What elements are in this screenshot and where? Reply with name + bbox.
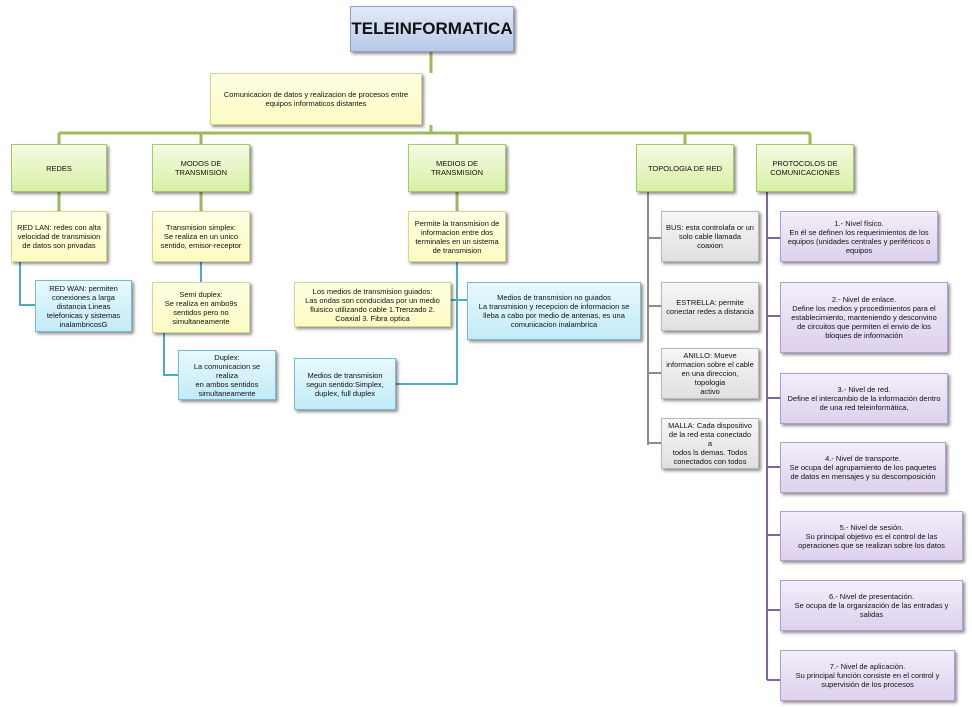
red-lan-box: RED LAN: redes con alta velocidad de tra… [11, 211, 107, 262]
protocolo-nivel-7: 7.- Nivel de aplicación. Su principal fu… [780, 650, 955, 701]
category-medios-transmision: MEDIOS DE TRANSMISION [408, 144, 506, 192]
medios-definicion-box: Permite la transmision de informacion en… [408, 211, 506, 262]
medios-no-guiados-box: Medios de transmision no guiados La tran… [467, 282, 641, 340]
title-box: TELEINFORMATICA [350, 6, 514, 52]
category-topologia-red: TOPOLOGIA DE RED [636, 144, 734, 192]
medios-guiados-box: Los medios de transmision guiados: Las o… [294, 282, 451, 327]
protocolo-nivel-6: 6.- Nivel de presentación. Se ocupa de l… [780, 580, 963, 631]
protocolo-nivel-3: 3.- Nivel de red. Define el intercambio … [780, 373, 948, 424]
semi-duplex-box: Semi duplex: Se realiza en ambo9s sentid… [152, 282, 250, 333]
protocolo-nivel-4: 4.- Nivel de transporte. Se ocupa del ag… [780, 442, 946, 493]
protocolo-nivel-1: 1.- Nivel físico. En él se definen los r… [780, 211, 938, 262]
topologia-anillo-box: ANILLO: Mueve informacion sobre el cable… [661, 348, 759, 399]
protocolo-nivel-5: 5.- Nivel de sesión. Su principal objeti… [780, 511, 963, 561]
topologia-malla-box: MALLA: Cada dispositivo de la red esta c… [661, 418, 759, 469]
red-wan-box: RED WAN: permiten conexiones a larga dis… [35, 280, 132, 332]
protocolo-nivel-2: 2.- Nivel de enlace. Define los medios y… [780, 282, 948, 353]
simplex-box: Transmision simplex: Se realiza en un un… [152, 211, 250, 262]
duplex-box: Duplex: La comunicacion se realiza en am… [178, 350, 276, 400]
category-redes: REDES [11, 144, 107, 192]
category-modos-transmision: MODOS DE TRANSMISION [152, 144, 250, 192]
category-protocolos: PROTOCOLOS DE COMUNICACIONES [756, 144, 854, 192]
topologia-bus-box: BUS: esta controlafa or un solo cable ll… [661, 211, 759, 262]
topologia-estrella-box: ESTRELLA: permite conectar redes a dista… [661, 282, 759, 331]
definition-box: Comunicacion de datos y realizacion de p… [210, 73, 422, 125]
medios-segun-sentido-box: Medios de transmision segun sentido:Simp… [294, 358, 396, 410]
